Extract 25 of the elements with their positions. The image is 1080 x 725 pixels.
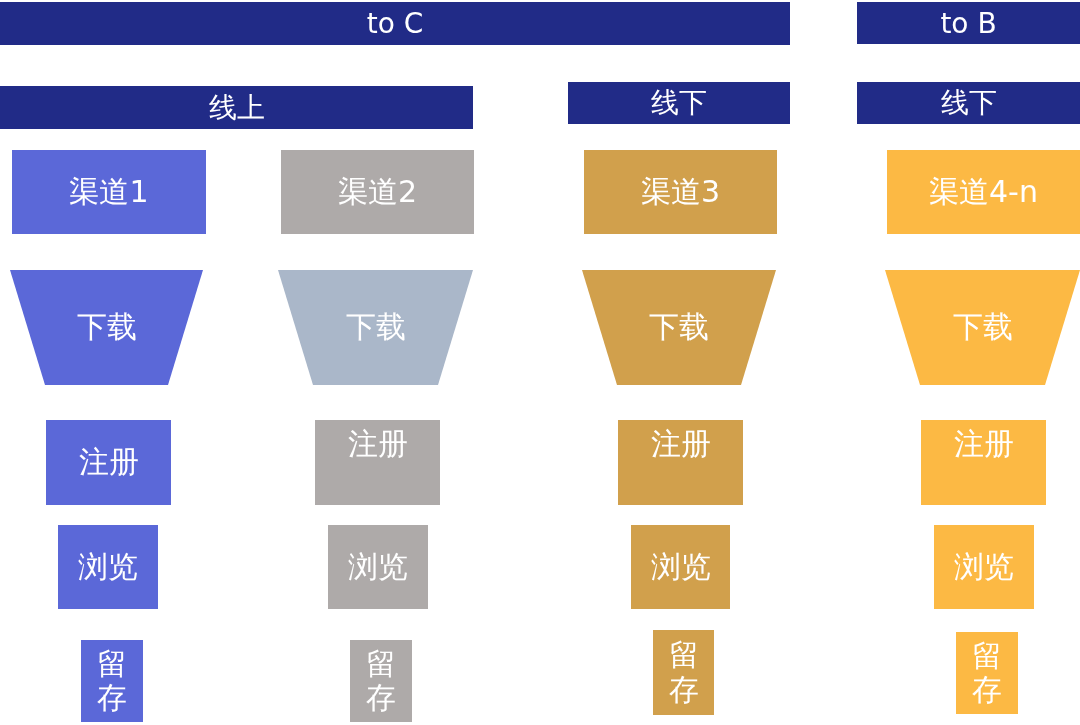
funnel-trapezoid: 下载	[10, 270, 203, 385]
stage-box: 浏览	[328, 525, 428, 609]
stage-box: 浏览	[934, 525, 1034, 609]
header-band: 线上	[0, 86, 473, 129]
funnel-trapezoid: 下载	[278, 270, 473, 385]
stage-box: 渠道4-n	[887, 150, 1080, 234]
stage-box: 渠道3	[584, 150, 777, 234]
funnel-trapezoid: 下载	[885, 270, 1080, 385]
stage-box: 留存	[81, 640, 143, 722]
stage-box: 留存	[653, 630, 714, 715]
funnel-trapezoid: 下载	[582, 270, 776, 385]
header-band: to C	[0, 2, 790, 45]
stage-box: 浏览	[631, 525, 730, 609]
stage-box: 渠道1	[12, 150, 206, 234]
header-band: 线下	[568, 82, 790, 124]
stage-box: 注册	[315, 420, 440, 505]
stage-box: 注册	[618, 420, 743, 505]
stage-box: 留存	[956, 632, 1018, 714]
stage-box: 注册	[921, 420, 1046, 505]
stage-box: 渠道2	[281, 150, 474, 234]
stage-box: 留存	[350, 640, 412, 722]
stage-box: 浏览	[58, 525, 158, 609]
header-band: to B	[857, 2, 1080, 44]
stage-box: 注册	[46, 420, 171, 505]
header-band: 线下	[857, 82, 1080, 124]
